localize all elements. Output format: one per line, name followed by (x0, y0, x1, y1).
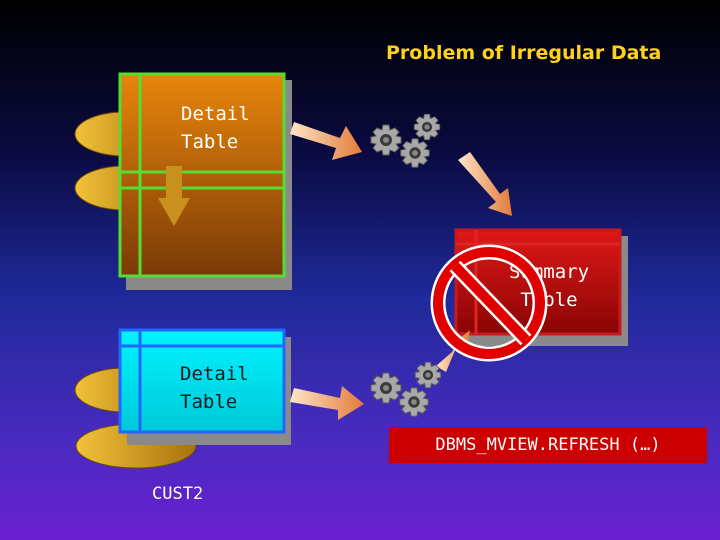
refresh-call-box: DBMS_MVIEW.REFRESH (…) (389, 427, 707, 463)
detail-table-top-label: Detail Table (181, 100, 250, 156)
cust2-caption: CUST2 (152, 484, 204, 504)
gears-icon (370, 113, 441, 168)
detail-table-bottom-label-line1: Detail (180, 363, 249, 385)
summary-table-label: Summary Table (497, 258, 601, 314)
down-arrow-icon (158, 166, 190, 226)
arrow-icon (290, 386, 364, 420)
arrow-icon (436, 330, 470, 372)
detail-table-bottom-label-line2: Table (180, 391, 238, 413)
arrow-icon (290, 122, 362, 160)
summary-table-label-line2: Table (520, 289, 578, 311)
detail-table-bottom-label: Detail Table (180, 360, 249, 416)
summary-table-label-line1: Summary (508, 261, 590, 283)
detail-table-top (118, 72, 292, 290)
arrow-icon (458, 152, 512, 216)
detail-table-bottom (118, 328, 291, 445)
detail-table-top-label-line2: Table (181, 131, 239, 153)
detail-table-top-label-line1: Detail (181, 103, 250, 125)
slide-title: Problem of Irregular Data (386, 42, 662, 64)
gears-icon (370, 361, 442, 417)
